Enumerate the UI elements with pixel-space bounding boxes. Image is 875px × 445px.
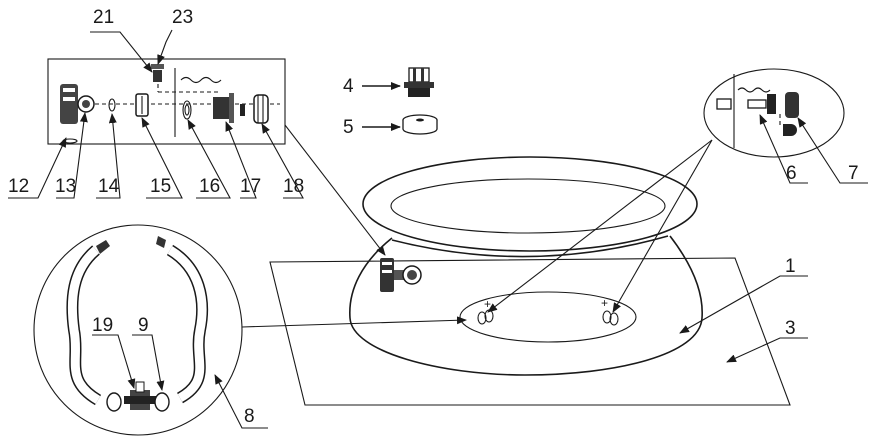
label-9: 9 bbox=[138, 315, 149, 336]
label-16: 16 bbox=[199, 176, 220, 197]
label-7: 7 bbox=[848, 163, 859, 184]
part-5-washer bbox=[402, 114, 438, 135]
part-number-labels: 21 23 4 5 12 13 14 15 16 17 18 6 7 1 3 1… bbox=[8, 7, 859, 427]
hose-set-zoom bbox=[33, 224, 243, 436]
filter-parts-panel bbox=[47, 58, 286, 145]
pool-valve bbox=[380, 258, 422, 292]
leader-lines bbox=[8, 29, 868, 429]
label-8: 8 bbox=[244, 406, 255, 427]
label-1: 1 bbox=[785, 256, 796, 277]
pool-body bbox=[349, 235, 703, 376]
label-23: 23 bbox=[172, 7, 193, 28]
label-6: 6 bbox=[786, 163, 797, 184]
pool-inlet-outlet-zoom: + + bbox=[459, 291, 637, 343]
label-21: 21 bbox=[93, 7, 114, 28]
label-17: 17 bbox=[240, 176, 261, 197]
plus-sign-left: + bbox=[484, 297, 491, 311]
label-18: 18 bbox=[283, 176, 304, 197]
inflatable-ring bbox=[362, 156, 698, 252]
label-14: 14 bbox=[98, 176, 120, 197]
label-15: 15 bbox=[150, 176, 171, 197]
label-12: 12 bbox=[8, 176, 29, 197]
label-19: 19 bbox=[92, 315, 113, 336]
label-5: 5 bbox=[343, 117, 354, 138]
drain-plug-zoom bbox=[703, 68, 845, 158]
part-4-plug bbox=[404, 67, 434, 97]
label-3: 3 bbox=[785, 318, 796, 339]
label-4: 4 bbox=[343, 76, 354, 97]
label-13: 13 bbox=[55, 176, 76, 197]
plus-sign-right: + bbox=[601, 296, 608, 310]
ground-cloth bbox=[269, 257, 791, 406]
